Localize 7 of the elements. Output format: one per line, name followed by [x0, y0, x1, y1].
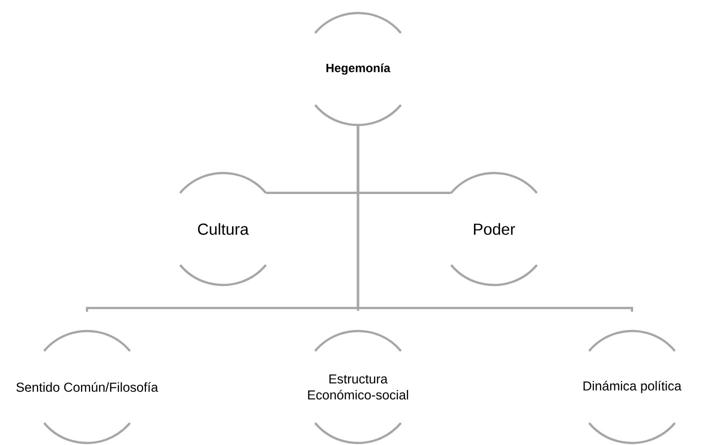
circle-node: Hegemonía	[314, 12, 402, 126]
circle-node: Cultura	[179, 172, 267, 286]
circle-node: Poder	[450, 172, 538, 286]
circle-node: Dinámica política	[584, 330, 682, 444]
connector-line	[356, 125, 634, 312]
circle-node: Estructura Económico-social	[308, 330, 408, 444]
circle-node: Sentido Común/Filosofía	[16, 330, 158, 444]
